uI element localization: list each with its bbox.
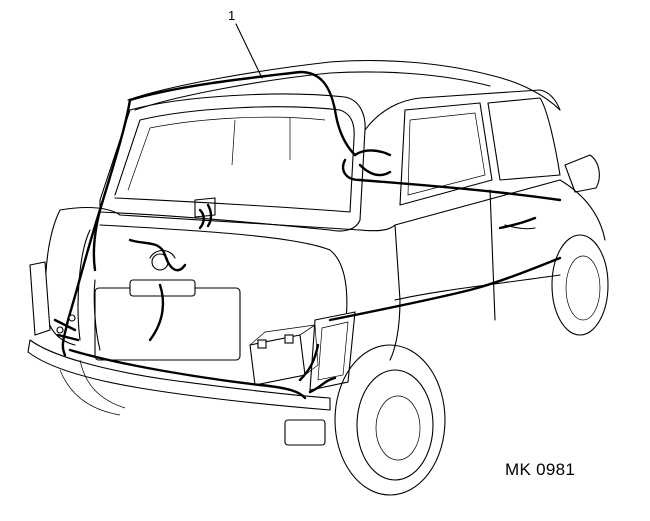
reference-code: MK 0981: [505, 460, 576, 479]
callout-number: 1: [228, 8, 236, 23]
car-body: [27, 59, 609, 496]
wiring-harness: [53, 70, 562, 400]
callout-leader-line: [235, 23, 263, 79]
